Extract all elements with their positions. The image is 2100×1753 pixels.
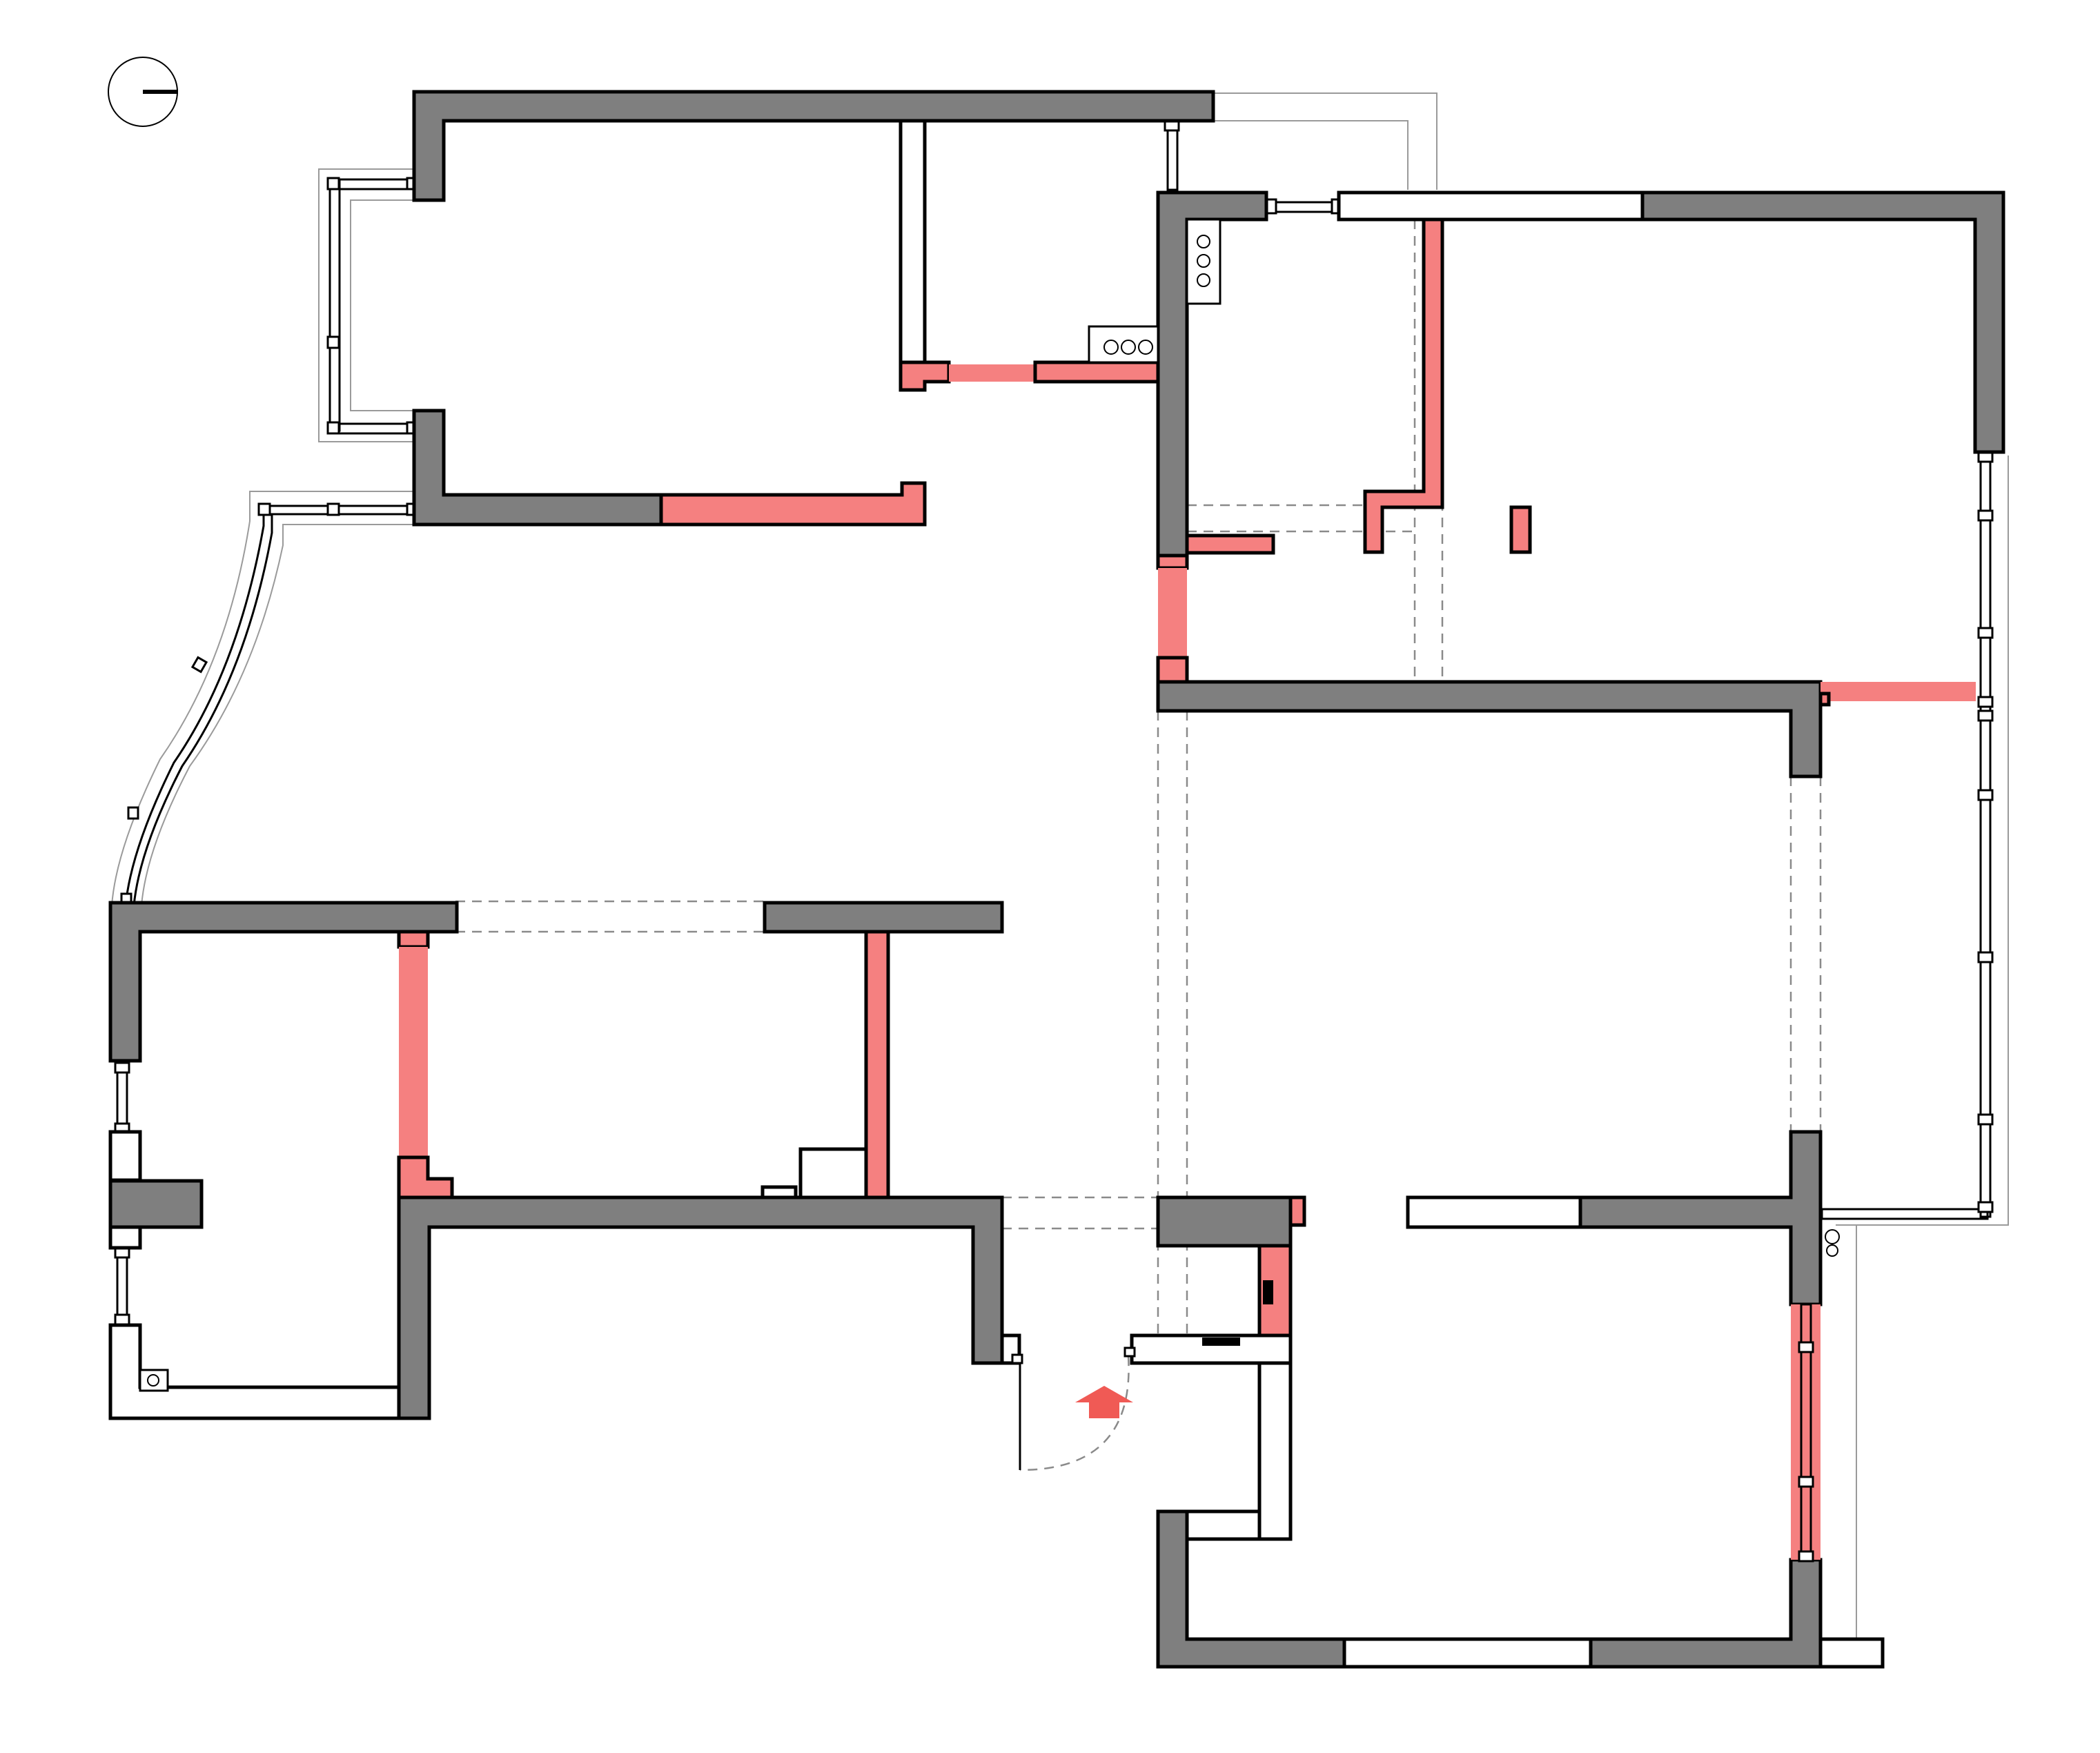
new-walls <box>397 217 1976 1560</box>
existing-walls <box>108 90 2005 1669</box>
sink-counter-icon <box>1088 325 1159 364</box>
door-swing-icon <box>1011 1346 1136 1470</box>
stove-icon <box>1186 218 1221 305</box>
wall-top-left-block <box>412 90 1215 202</box>
dashed-lines <box>455 219 1822 1471</box>
right-lower-window <box>1798 1303 1814 1563</box>
shoe-cabinet <box>1202 1280 1273 1346</box>
other-wall-segments <box>108 119 1885 1669</box>
north-indicator-icon <box>108 57 178 127</box>
entry-arrow-icon <box>1075 1386 1133 1418</box>
toilet-icon <box>139 1369 169 1392</box>
